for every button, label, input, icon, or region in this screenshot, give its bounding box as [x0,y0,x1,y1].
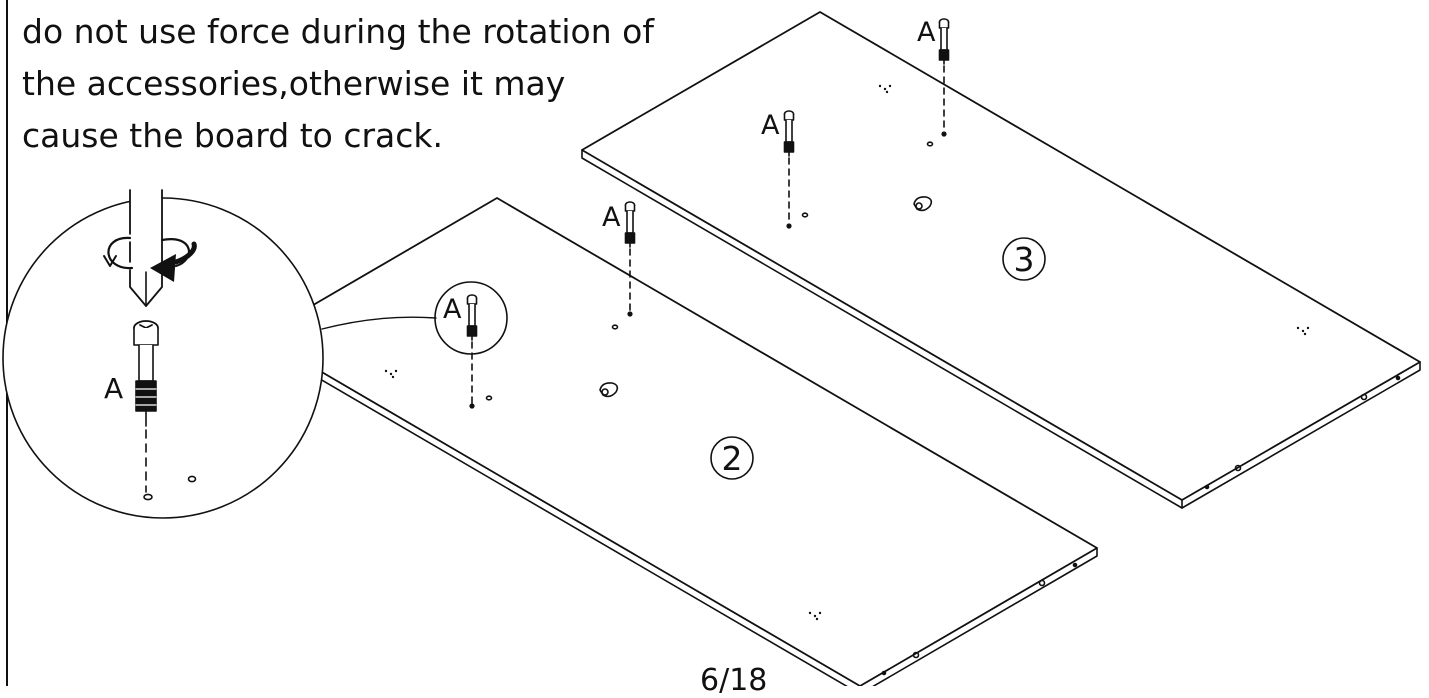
cam-bolt-insertion-2: A [761,110,795,229]
cam-bolt-label-1: A [917,17,936,48]
cam-bolt-insertion-1: A [917,17,950,137]
cam-lock-icon [599,382,619,398]
svg-text:3: 3 [1014,240,1035,279]
cam-bolt-insertion-4: A [434,281,508,409]
caution-line-1: do not use force during the rotation of [22,12,654,51]
cam-bolt-insertion-3: A [602,201,636,317]
cam-bolt-label-2: A [761,110,780,141]
svg-text:2: 2 [722,439,743,478]
panel-number-2: 2 [710,436,754,480]
caution-line-2: the accessories,otherwise it may [22,64,566,103]
cam-bolt-label-3: A [602,202,621,233]
panel-number-3: 3 [1002,237,1046,281]
zoom-detail: A [2,189,437,519]
page-number: 6/18 [700,663,768,698]
caution-line-3: cause the board to crack. [22,116,443,155]
rotation-arrow-icon [103,234,197,282]
cam-bolt-detail-label: A [104,372,123,405]
caution-instruction: do not use force during the rotation of … [22,6,654,162]
cam-bolt-label-4: A [443,294,462,325]
cam-lock-icon [913,196,933,212]
cam-bolt-detail [133,320,159,427]
screwdriver-icon [129,189,163,307]
